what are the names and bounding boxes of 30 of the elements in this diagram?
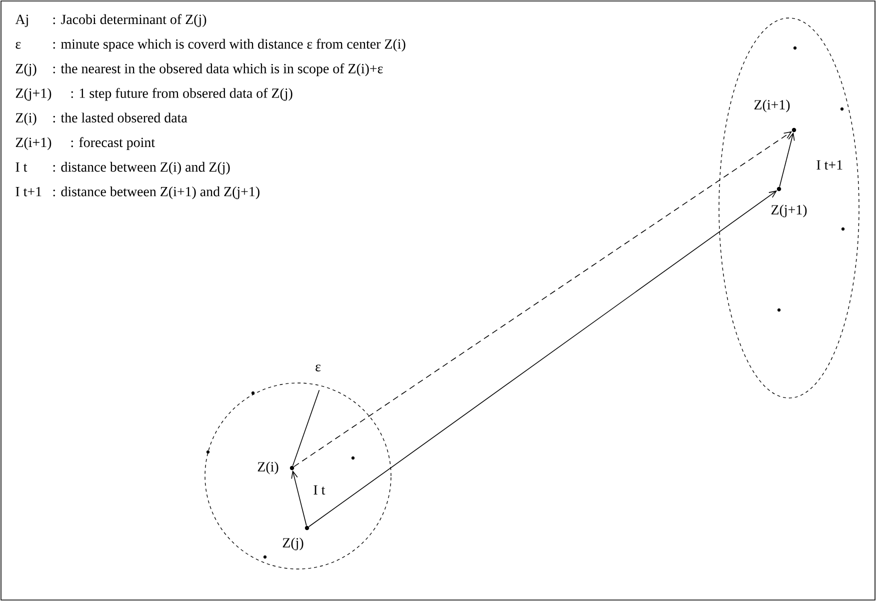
description-text: : forecast point (71, 137, 155, 150)
dashed-ellipse (718, 18, 860, 398)
key-text: I t+1 (16, 186, 42, 196)
description-text: : distance between Z(i+1) and Z(j+1) (53, 186, 260, 200)
key-text: Z(j+1) (16, 88, 52, 101)
dashed-arrow (294, 131, 792, 468)
point-label: Z(i) (258, 462, 278, 474)
point-label: Z(i+1) (754, 100, 790, 112)
key-text: Z(j) (16, 64, 36, 76)
key-text: ε (16, 42, 21, 49)
key-text: I t (16, 162, 28, 172)
edge-label: I t+1 (815, 159, 844, 171)
description-text: : the lasted obsered data (53, 112, 188, 123)
key-text: Z(i+1) (16, 137, 52, 150)
description-text: : the nearest in the obsered data which is in scope of Z(i)+ε (53, 63, 383, 76)
key-text: Z(i) (16, 112, 36, 126)
point-label: Z(j+1) (771, 204, 807, 218)
line (292, 390, 320, 466)
description-text: : minute space which is coverd with distance ε from center Z(i) (53, 38, 406, 52)
point-label: Z(j) (282, 538, 304, 550)
key-text: Aj (15, 14, 28, 27)
description-text: : distance between Z(i) and Z(j) (53, 162, 230, 175)
arrow (291, 470, 307, 526)
description-text: : 1 step future from obsered data of Z(j) (71, 88, 292, 101)
edge-label: I t (312, 484, 326, 496)
arrow (779, 132, 795, 188)
dashed-circle (204, 382, 392, 570)
arrow (308, 190, 778, 528)
point-label: ε (316, 364, 321, 372)
description-text: : Jacobi determinant of Z(j) (53, 14, 206, 27)
